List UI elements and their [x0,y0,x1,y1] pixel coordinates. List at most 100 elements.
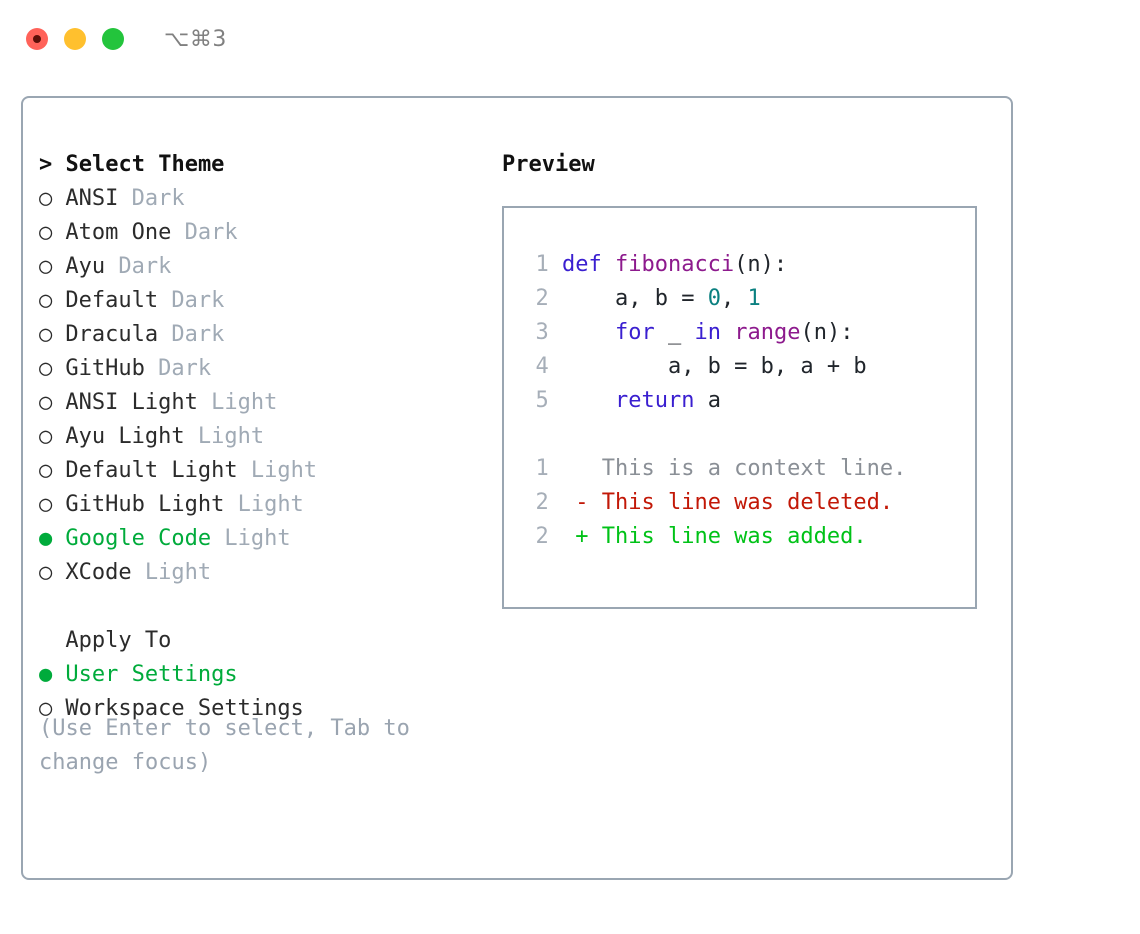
code-token: (n): [734,252,788,277]
radio-unselected-icon[interactable]: ○ [39,560,53,585]
theme-list-item[interactable]: ○Default Light Light [39,454,489,488]
code-token: def [561,252,615,277]
code-token: (n): [800,320,854,345]
theme-variant-tag: Light [197,424,265,449]
theme-list-item[interactable]: ○ ANSI Light Light [39,386,489,420]
title-bar: ⌥⌘3 [0,0,1140,78]
diff-line: 1 This is a context line. [518,452,975,486]
code-token [721,320,734,345]
radio-unselected-icon[interactable]: ○ [39,696,53,721]
keyboard-shortcut-label: ⌥⌘3 [164,26,227,52]
theme-variant-tag: Light [237,492,304,517]
diff-text: This line was deleted. [601,490,894,515]
apply-to-option[interactable]: ○ Workspace Settings [39,692,489,726]
theme-list-item[interactable]: ●Google Code Light [39,522,489,556]
theme-name: Atom One [65,220,185,245]
theme-list-item[interactable]: ○ANSI Dark [39,182,489,216]
code-line: 5 return a [518,384,975,418]
apply-to-option-label: Workspace Settings [65,696,304,721]
theme-variant-tag: Dark [184,220,238,245]
theme-name: Dracula [65,322,172,347]
code-token: a [694,388,721,413]
theme-list: ○ANSI Dark○Atom One Dark○Ayu Dark○Defaul… [39,182,489,590]
radio-unselected-icon[interactable]: ○ [39,254,53,279]
line-number: 5 [535,388,549,413]
code-token [562,388,615,413]
code-token: 0 [707,286,721,311]
diff-sign: - [561,490,602,515]
preview-heading: Preview [502,152,595,177]
theme-variant-tag: Dark [171,322,225,347]
diff-sign: + [561,524,602,549]
theme-list-item[interactable]: ○ Ayu Light Light [39,420,489,454]
radio-unselected-icon[interactable]: ○ [39,424,53,449]
theme-list-item[interactable]: ○ GitHub Light Light [39,488,489,522]
diff-sample: 1 This is a context line.2 - This line w… [518,452,975,554]
code-line: 1 def fibonacci(n): [518,248,975,282]
apply-to-options: ● User Settings ○ Workspace Settings [39,658,489,726]
code-line: 3 for _ in range(n): [518,316,975,350]
theme-variant-tag: Dark [171,288,225,313]
apply-to-indent [39,624,65,658]
diff-line: 2 - This line was deleted. [518,486,975,520]
line-number: 1 [535,456,549,481]
code-token: 1 [747,286,761,311]
maximize-button[interactable] [102,28,124,50]
line-number: 2 [535,490,549,515]
theme-name: Google Code [65,526,225,551]
close-button[interactable] [26,28,48,50]
theme-list-item[interactable]: ○ Atom One Dark [39,216,489,250]
line-number: 4 [535,354,549,379]
code-token: for [614,320,655,345]
code-token: return [614,388,695,413]
theme-name: GitHub Light [65,492,238,517]
theme-name: Default [65,288,172,313]
apply-to-heading: Apply To [39,624,489,658]
code-token: a, b = b, a + b [561,354,867,379]
code-diff-spacer [518,418,975,452]
diff-text: This line was added. [601,524,867,549]
theme-list-item[interactable]: ○GitHub Dark [39,352,489,386]
keyboard-hint-text: (Use Enter to select, Tab to change focu… [39,716,424,775]
theme-variant-tag: Light [144,560,212,585]
theme-list-item[interactable]: ○ Dracula Dark [39,318,489,352]
code-token: in [694,320,721,345]
theme-name: Ayu [65,254,119,279]
line-number: 1 [535,252,549,277]
radio-unselected-icon[interactable]: ○ [39,356,53,381]
theme-variant-tag: Light [211,390,278,415]
theme-list-item[interactable]: ○XCode Light [39,556,489,590]
radio-unselected-icon[interactable]: ○ [39,322,53,347]
apply-to-option-label: User Settings [65,662,238,687]
minimize-button[interactable] [64,28,86,50]
theme-name: Ayu Light [65,424,198,449]
radio-unselected-icon[interactable]: ○ [39,492,53,517]
radio-selected-icon[interactable]: ● [39,526,53,551]
theme-list-item[interactable]: ○ Default Dark [39,284,489,318]
theme-list-item[interactable]: ○Ayu Dark [39,250,489,284]
radio-unselected-icon[interactable]: ○ [39,458,53,483]
line-number: 2 [535,524,549,549]
line-number: 3 [535,320,549,345]
code-token [562,320,615,345]
apply-to-option[interactable]: ● User Settings [39,658,489,692]
theme-name: ANSI [65,186,132,211]
diff-sign [562,456,602,481]
theme-picker-panel: > Select Theme ○ANSI Dark○Atom One Dark○… [21,96,1013,880]
radio-unselected-icon[interactable]: ○ [39,220,53,245]
code-line: 2 a, b = 0, 1 [518,282,975,316]
radio-unselected-icon[interactable]: ○ [39,186,53,211]
code-line: 4 a, b = b, a + b [518,350,975,384]
code-token: a, b = [561,286,708,311]
radio-unselected-icon[interactable]: ○ [39,390,53,415]
radio-unselected-icon[interactable]: ○ [39,288,53,313]
line-number: 2 [535,286,549,311]
code-token: _ [654,320,695,345]
theme-name: ANSI Light [65,390,212,415]
radio-selected-icon[interactable]: ● [39,662,53,687]
code-token: fibonacci [614,252,735,277]
traffic-light-controls [26,28,124,50]
